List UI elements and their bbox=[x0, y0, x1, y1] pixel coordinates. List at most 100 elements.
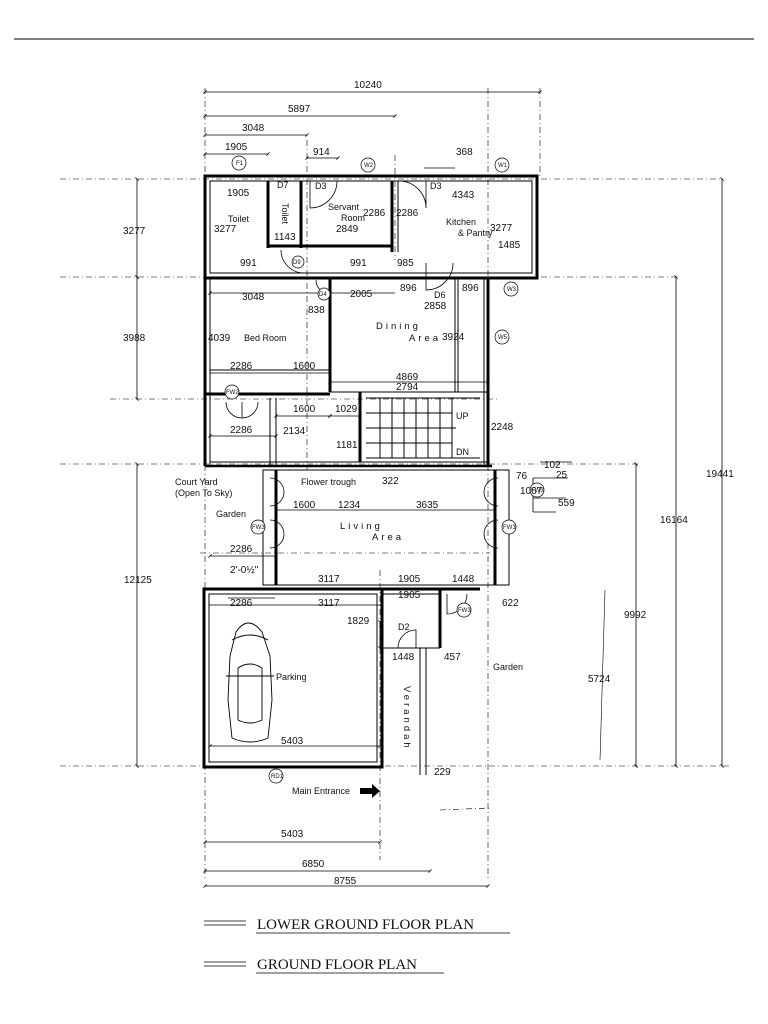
dim-1067: 1067 bbox=[520, 486, 543, 497]
dim-1600-court: 1600 bbox=[293, 404, 316, 415]
dim-102: 102 bbox=[544, 460, 561, 471]
title-ground-floor: GROUND FLOOR PLAN bbox=[257, 957, 417, 973]
tag-rd1: RD1 bbox=[271, 774, 284, 780]
dim-76: 76 bbox=[516, 471, 528, 482]
stair-up-label: UP bbox=[456, 411, 469, 421]
dim-1448-verandah: 1448 bbox=[392, 652, 415, 663]
dim-1905-toilet: 1905 bbox=[227, 188, 250, 199]
dim-9992: 9992 bbox=[624, 610, 647, 621]
dim-3924: 3924 bbox=[442, 332, 465, 343]
dim-1143: 1143 bbox=[274, 232, 296, 243]
dim-1234: 1234 bbox=[338, 500, 361, 511]
dim-2ft: 2'-0½" bbox=[230, 565, 259, 576]
entrance-arrow-icon bbox=[360, 784, 380, 798]
dim-559: 559 bbox=[558, 498, 575, 509]
dim-3277-toilet: 3277 bbox=[214, 224, 237, 235]
courtyard-label: Court Yard bbox=[175, 477, 218, 487]
garden-left-label: Garden bbox=[216, 509, 246, 519]
tag-w3: W3 bbox=[507, 287, 517, 293]
dim-6850: 6850 bbox=[302, 859, 325, 870]
room-kitchen-label: Kitchen bbox=[446, 217, 476, 227]
dim-838: 838 bbox=[308, 305, 325, 316]
dim-3635: 3635 bbox=[416, 500, 439, 511]
dim-3117-living: 3117 bbox=[318, 574, 340, 585]
tag-d2: D2 bbox=[398, 622, 410, 632]
dim-4343: 4343 bbox=[452, 190, 475, 201]
room-servant-label: Servant bbox=[328, 202, 360, 212]
room-living-label: Living bbox=[340, 521, 383, 532]
tag-d6: D6 bbox=[434, 290, 446, 300]
tag-d4: D4 bbox=[319, 292, 327, 298]
dim-622: 622 bbox=[502, 598, 519, 609]
title-lower-ground-floor: LOWER GROUND FLOOR PLAN bbox=[257, 917, 474, 933]
dim-1905-top: 1905 bbox=[225, 142, 248, 153]
room-toilet-label: Toilet bbox=[228, 214, 250, 224]
dim-3048-top: 3048 bbox=[242, 123, 265, 134]
room-servant-label-2: Room bbox=[341, 213, 365, 223]
tag-d3-servant: D3 bbox=[315, 181, 327, 191]
walls bbox=[202, 174, 539, 775]
dim-1600-living: 1600 bbox=[293, 500, 316, 511]
dim-1829: 1829 bbox=[347, 616, 370, 627]
dim-368: 368 bbox=[456, 147, 473, 158]
tag-d3-kitchen: D3 bbox=[430, 181, 442, 191]
dim-2286-servant: 2286 bbox=[363, 208, 386, 219]
dim-1600-bedroom: 1600 bbox=[293, 361, 316, 372]
dim-991-right: 991 bbox=[350, 258, 367, 269]
dim-4039: 4039 bbox=[208, 333, 231, 344]
dim-2286-court: 2286 bbox=[230, 425, 253, 436]
dim-1905-verandah: 1905 bbox=[398, 590, 421, 601]
courtyard-label-2: (Open To Sky) bbox=[175, 488, 232, 498]
dim-5897: 5897 bbox=[288, 104, 311, 115]
dim-1448-living: 1448 bbox=[452, 574, 475, 585]
stair-down-label: DN bbox=[456, 447, 469, 457]
dim-914: 914 bbox=[313, 147, 330, 158]
dim-8755: 8755 bbox=[334, 876, 357, 887]
dim-229: 229 bbox=[434, 767, 451, 778]
dim-2849: 2849 bbox=[336, 224, 359, 235]
tag-w1: W1 bbox=[498, 163, 508, 169]
tag-fw3-right: FW3 bbox=[503, 525, 516, 531]
tag-fw2: FW2 bbox=[226, 390, 239, 396]
dim-19441: 19441 bbox=[706, 469, 734, 480]
dim-322: 322 bbox=[382, 476, 399, 487]
room-living-label-2: Area bbox=[372, 532, 404, 543]
dim-1029: 1029 bbox=[335, 404, 358, 415]
dim-16164: 16164 bbox=[660, 515, 688, 526]
dim-3277-left: 3277 bbox=[123, 226, 146, 237]
dim-2286-living: 2286 bbox=[230, 544, 253, 555]
dim-2858: 2858 bbox=[424, 301, 447, 312]
garden-right-label: Garden bbox=[493, 662, 523, 672]
tag-circles bbox=[224, 155, 545, 784]
room-verandah-label: Verandah bbox=[401, 686, 412, 751]
dim-3988: 3988 bbox=[123, 333, 146, 344]
dim-896-left: 896 bbox=[400, 283, 417, 294]
site-boundary bbox=[599, 589, 606, 761]
dim-10240: 10240 bbox=[354, 80, 382, 91]
staircase bbox=[366, 397, 480, 459]
legend bbox=[204, 920, 510, 974]
dim-2248: 2248 bbox=[491, 422, 514, 433]
room-dining-label-2: Area bbox=[409, 333, 441, 344]
dim-2794: 2794 bbox=[396, 382, 419, 393]
dim-457: 457 bbox=[444, 652, 461, 663]
car-illustration bbox=[226, 622, 274, 743]
dim-2286-kitchen: 2286 bbox=[396, 208, 419, 219]
room-parking-label: Parking bbox=[276, 672, 307, 682]
dim-4869: 4869 bbox=[396, 372, 419, 383]
dim-5724: 5724 bbox=[588, 674, 611, 685]
dim-5403-parking: 5403 bbox=[281, 736, 304, 747]
dim-1485: 1485 bbox=[498, 240, 521, 251]
tag-d7: D7 bbox=[277, 180, 289, 190]
dimension-lines bbox=[135, 90, 724, 888]
tag-fw3-outside: FW3 bbox=[531, 488, 544, 494]
flower-trough-label: Flower trough bbox=[301, 477, 356, 487]
dim-12125: 12125 bbox=[124, 575, 152, 586]
dim-2005: 2005 bbox=[350, 289, 373, 300]
tag-w2: W2 bbox=[364, 163, 374, 169]
room-toilet-2-label: Toilet bbox=[280, 203, 290, 225]
room-dining-label: Dining bbox=[376, 321, 421, 332]
tag-w5: W5 bbox=[498, 335, 508, 341]
dim-2286-parking: 2286 bbox=[230, 598, 253, 609]
